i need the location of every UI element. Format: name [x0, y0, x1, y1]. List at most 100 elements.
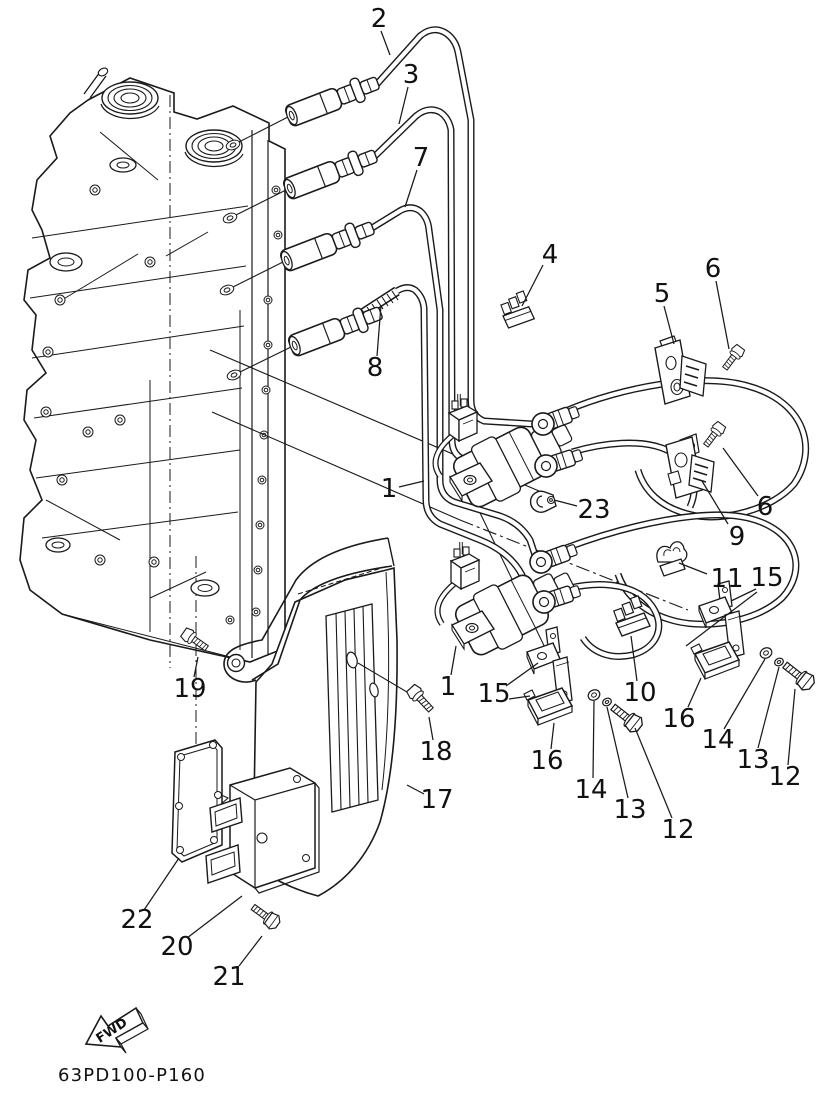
block-bolt-holes — [40, 184, 283, 625]
callout-number: 8 — [367, 353, 384, 383]
callout-number: 18 — [419, 737, 452, 767]
leader-line — [398, 480, 425, 488]
leader-line — [701, 480, 729, 525]
leader-line — [376, 304, 382, 357]
leader-line — [730, 588, 757, 602]
leader-line — [404, 169, 418, 208]
leader-line — [685, 591, 758, 647]
callout-number: 14 — [701, 725, 734, 755]
callout-17-26: 17 — [406, 784, 454, 815]
plug-boot-2 — [282, 70, 383, 130]
damper-16-left — [523, 687, 573, 726]
leader-line — [521, 264, 544, 307]
plug-wire-3 — [372, 106, 536, 470]
callout-number: 9 — [729, 522, 746, 552]
callout-number: 10 — [623, 678, 656, 708]
callout-15-12: 15 — [685, 563, 784, 647]
callout-10-13: 10 — [623, 635, 657, 708]
callout-2-0: 2 — [371, 4, 391, 56]
callout-15-19: 15 — [477, 662, 539, 709]
callout-21-29: 21 — [212, 935, 263, 992]
leader-line — [715, 280, 730, 350]
washer-14-right — [759, 647, 773, 659]
callout-9-10: 9 — [701, 480, 746, 552]
leader-line — [678, 562, 708, 575]
leader-line — [787, 688, 796, 766]
leader-line — [193, 656, 199, 678]
callout-19-20: 19 — [173, 656, 207, 704]
small-parts — [500, 290, 818, 736]
callout-number: 14 — [574, 775, 607, 805]
terminal-block-9 — [665, 433, 715, 499]
callout-1-18: 1 — [440, 645, 457, 702]
fwd-arrow: FWD — [84, 1006, 149, 1054]
callout-5-4: 5 — [654, 279, 675, 345]
callout-number: 16 — [530, 746, 563, 776]
leader-line — [550, 722, 555, 750]
wire-clamp-23 — [529, 490, 557, 513]
plug-wire-7 — [370, 204, 540, 560]
plug-boot-7 — [277, 215, 378, 275]
leader-line — [687, 677, 702, 708]
leader-line — [757, 666, 780, 749]
callout-number: 6 — [705, 254, 722, 284]
screw-18 — [404, 682, 437, 716]
callout-12-25: 12 — [634, 727, 695, 845]
leader-line — [380, 30, 391, 56]
leader-line — [450, 645, 457, 676]
leader-line — [143, 857, 180, 911]
wire-clamp-4 — [500, 290, 535, 329]
damper-16-right — [690, 641, 740, 680]
leader-line — [508, 695, 531, 700]
callout-13-24: 13 — [606, 706, 647, 825]
callout-number: 16 — [662, 704, 695, 734]
callout-number: 4 — [542, 240, 559, 270]
callout-14-15: 14 — [701, 658, 766, 755]
engine-block — [19, 67, 292, 745]
leader-line — [428, 716, 434, 741]
callout-number: 5 — [654, 279, 671, 309]
plug-boot-3 — [280, 143, 381, 203]
callout-4-3: 4 — [521, 240, 559, 307]
callout-number: 17 — [420, 785, 453, 815]
callout-number: 20 — [160, 932, 193, 962]
callout-number: 13 — [613, 795, 646, 825]
terminal-block-5 — [654, 335, 707, 405]
bolt-21 — [247, 899, 284, 933]
part-code-label: 63PD100-P160 — [58, 1065, 206, 1086]
callout-number: 21 — [212, 962, 245, 992]
screw-6-upper — [719, 342, 747, 373]
callout-number: 3 — [403, 60, 420, 90]
callout-number: 15 — [477, 679, 510, 709]
leader-line — [505, 662, 539, 687]
leader-line — [553, 499, 578, 507]
leader-line — [663, 305, 675, 345]
callout-number: 1 — [381, 474, 398, 504]
callout-16-22: 16 — [530, 722, 564, 776]
callout-3-1: 3 — [398, 60, 420, 125]
callout-number: 23 — [577, 495, 610, 525]
callout-14-23: 14 — [574, 700, 608, 805]
callout-8-6: 8 — [367, 304, 384, 383]
callout-6-9: 6 — [722, 447, 773, 522]
callout-13-16: 13 — [736, 666, 780, 775]
leader-line — [630, 635, 638, 682]
callout-number: 2 — [371, 4, 388, 34]
leader-line — [398, 86, 409, 125]
washer-13-right — [774, 657, 784, 667]
leader-line — [723, 658, 766, 730]
leader-line — [186, 895, 243, 939]
leader-line — [722, 447, 759, 497]
callout-12-17: 12 — [768, 688, 802, 792]
electrical-cover-assembly — [171, 537, 437, 933]
spark-plug-positions — [219, 116, 292, 381]
callout-16-14: 16 — [662, 677, 702, 734]
leader-line — [238, 935, 263, 967]
wire-clamp-11 — [656, 541, 688, 577]
callout-number: 7 — [413, 143, 430, 173]
callout-number: 1 — [440, 672, 457, 702]
callout-18-21: 18 — [419, 716, 453, 767]
callout-1-7: 1 — [381, 474, 425, 504]
leader-line — [634, 727, 673, 819]
